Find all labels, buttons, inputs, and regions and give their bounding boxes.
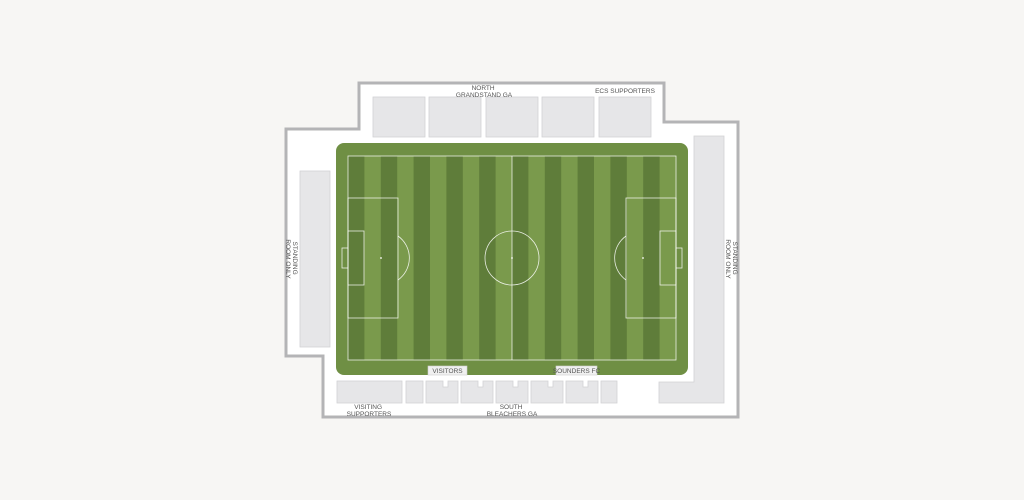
bench-visitors-box <box>427 365 468 376</box>
pitch-stripe <box>577 156 595 360</box>
section-ecs-supporters[interactable] <box>598 96 652 138</box>
section-north-1[interactable] <box>372 96 426 138</box>
pitch-stripe <box>561 156 578 360</box>
pitch-stripe <box>610 156 628 360</box>
bench-sounders-label: SOUNDERS FC <box>553 368 601 375</box>
section-north-3[interactable] <box>485 96 539 138</box>
pitch-stripe <box>512 156 529 360</box>
section-south-7[interactable] <box>600 380 618 404</box>
standing-left-label: STANDING ROOM ONLY <box>284 239 298 279</box>
pitch-stripe <box>594 156 611 360</box>
right-penalty-arc <box>614 235 627 281</box>
pitch-stripe <box>479 156 496 360</box>
section-north-2[interactable] <box>428 96 482 138</box>
pitch-stripe <box>544 156 562 360</box>
section-south-2[interactable] <box>425 380 459 404</box>
pitch-stripe <box>626 156 644 360</box>
left-penalty-spot <box>380 257 382 259</box>
soccer-pitch <box>336 143 688 375</box>
section-visiting-supporters[interactable] <box>336 380 403 404</box>
section-south-3[interactable] <box>460 380 494 404</box>
section-standing-right[interactable] <box>658 135 725 404</box>
pitch-stripe <box>495 156 513 360</box>
north-grandstand <box>372 96 652 138</box>
south-bleachers <box>336 380 618 404</box>
section-north-4[interactable] <box>541 96 595 138</box>
bench-visitors: VISITORS <box>427 365 468 376</box>
bench-sounders: SOUNDERS FC <box>553 365 601 376</box>
center-spot <box>511 257 513 259</box>
pitch-stripe <box>462 156 480 360</box>
left-penalty-arc <box>397 235 410 281</box>
standing-right-label: STANDING ROOM ONLY <box>724 239 738 279</box>
north-grandstand-label: NORTH GRANDSTAND GA <box>456 85 513 99</box>
pitch-stripe <box>348 156 365 360</box>
pitch-stripe <box>413 156 431 360</box>
pitch-stripe <box>380 156 398 360</box>
visiting-supporters-label: VISITING SUPPORTERS <box>347 404 392 418</box>
section-south-1[interactable] <box>405 380 424 404</box>
right-penalty-spot <box>642 257 644 259</box>
right-goal <box>675 247 683 269</box>
section-south-5[interactable] <box>530 380 564 404</box>
pitch-stripe <box>643 156 660 360</box>
pitch-stripe <box>659 156 677 360</box>
pitch-stripe <box>397 156 414 360</box>
bench-sounders-box <box>555 365 598 376</box>
pitch-stripe <box>430 156 447 360</box>
bench-visitors-label: VISITORS <box>432 368 463 375</box>
section-standing-left[interactable] <box>299 170 331 348</box>
pitch-stripes <box>348 156 677 360</box>
section-south-4[interactable] <box>495 380 529 404</box>
ecs-supporters-label: ECS SUPPORTERS <box>595 88 656 95</box>
pitch-stripe <box>364 156 382 360</box>
left-goal <box>341 247 349 269</box>
center-circle <box>484 230 540 286</box>
section-south-6[interactable] <box>565 380 599 404</box>
pitch-stripe <box>528 156 546 360</box>
pitch-stripe <box>446 156 464 360</box>
south-bleachers-label: SOUTH BLEACHERS GA <box>487 404 538 418</box>
